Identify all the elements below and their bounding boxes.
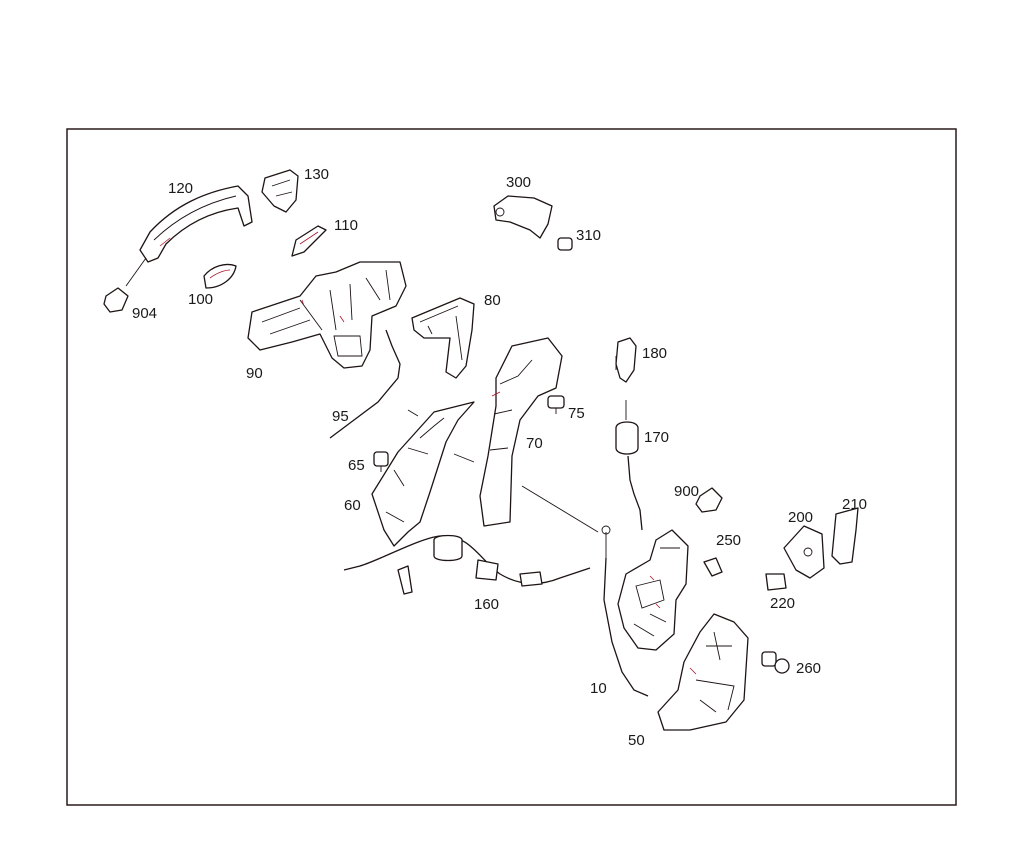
label-170: 170 bbox=[644, 429, 669, 446]
label-310: 310 bbox=[576, 227, 601, 244]
part-90-handle-carrier bbox=[247, 261, 407, 369]
part-310-bolt bbox=[557, 237, 573, 251]
part-260-bolt bbox=[761, 651, 790, 674]
part-300-bracket-top bbox=[493, 195, 553, 239]
leader-lines bbox=[407, 356, 617, 533]
part-160-release-cable bbox=[343, 534, 591, 595]
part-170-actuator-cable bbox=[615, 400, 643, 531]
label-100: 100 bbox=[188, 291, 213, 308]
label-10: 10 bbox=[590, 680, 607, 697]
part-70-inner-trim bbox=[479, 337, 563, 527]
label-120: 120 bbox=[168, 180, 193, 197]
label-60: 60 bbox=[344, 497, 361, 514]
part-180-actuator-pin bbox=[615, 337, 637, 383]
label-110: 110 bbox=[334, 217, 358, 234]
part-250-bolt bbox=[703, 557, 723, 577]
diagram-frame bbox=[66, 128, 957, 806]
part-10-lock bbox=[601, 525, 689, 697]
part-60-lower-trim bbox=[371, 401, 475, 547]
label-65: 65 bbox=[348, 457, 365, 474]
label-904: 904 bbox=[132, 305, 157, 322]
label-90: 90 bbox=[246, 365, 263, 382]
part-130-handle-cap bbox=[261, 169, 299, 213]
label-250: 250 bbox=[716, 532, 741, 549]
part-95-rod bbox=[329, 329, 401, 439]
label-75: 75 bbox=[568, 405, 585, 422]
part-210-striker-cover bbox=[831, 507, 859, 565]
label-220: 220 bbox=[770, 595, 795, 612]
part-904-clip bbox=[103, 287, 129, 313]
part-65-screw bbox=[373, 451, 389, 472]
label-200: 200 bbox=[788, 509, 813, 526]
label-70: 70 bbox=[526, 435, 543, 452]
label-900: 900 bbox=[674, 483, 699, 500]
label-130: 130 bbox=[304, 166, 329, 183]
label-260: 260 bbox=[796, 660, 821, 677]
label-180: 180 bbox=[642, 345, 667, 362]
part-50-lock-bracket bbox=[657, 613, 749, 731]
label-300: 300 bbox=[506, 174, 531, 191]
part-75-screw bbox=[547, 395, 565, 414]
label-210: 210 bbox=[842, 496, 867, 513]
label-50: 50 bbox=[628, 732, 645, 749]
part-110-gasket bbox=[291, 225, 327, 257]
part-120-door-handle bbox=[125, 185, 253, 287]
label-80: 80 bbox=[484, 292, 501, 309]
part-220-screw bbox=[765, 573, 787, 591]
part-200-striker bbox=[783, 525, 825, 579]
label-95: 95 bbox=[332, 408, 349, 425]
part-900-clip bbox=[695, 487, 723, 513]
part-100-rear-gasket bbox=[203, 263, 237, 289]
part-80-bracket bbox=[411, 297, 475, 379]
label-160: 160 bbox=[474, 596, 499, 613]
